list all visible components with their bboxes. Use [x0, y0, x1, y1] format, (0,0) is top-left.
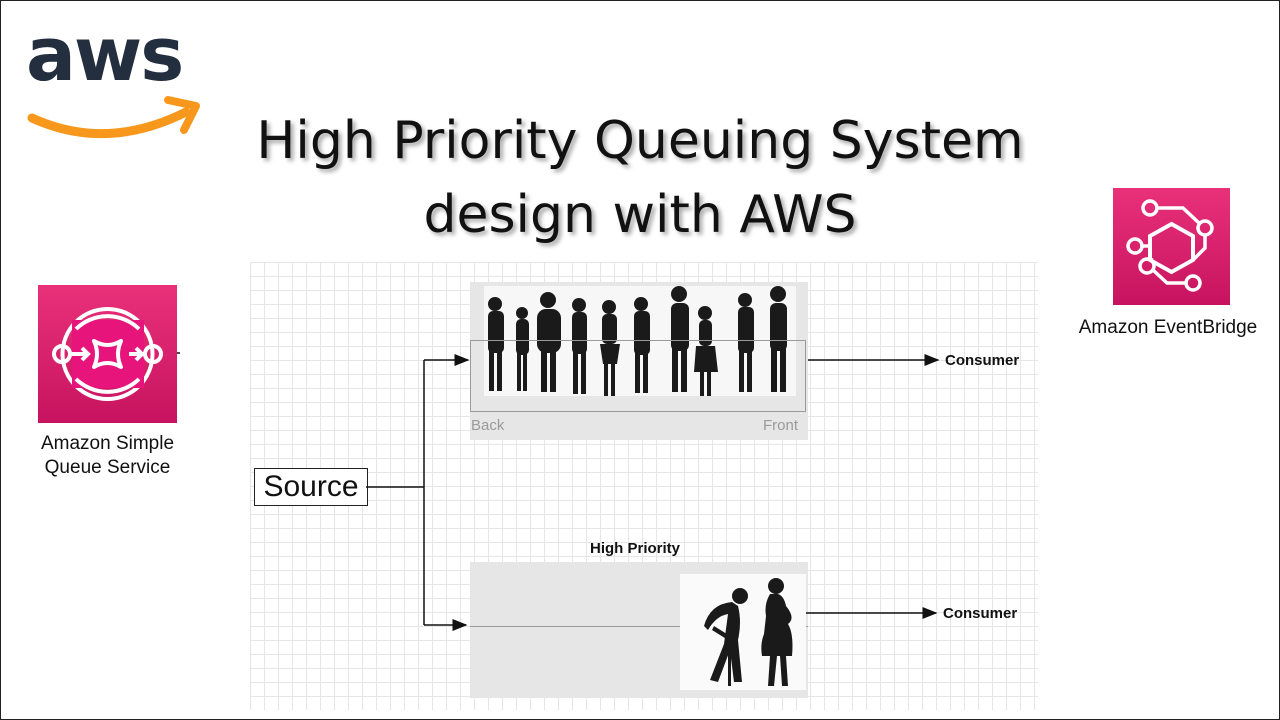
sqs-label: Amazon Simple Queue Service [30, 432, 185, 480]
sqs-label-line-2: Queue Service [44, 457, 171, 478]
sqs-icon [38, 285, 177, 423]
consumer-label-normal: Consumer [945, 352, 1020, 369]
elderly-and-pregnant-silhouettes-icon [704, 578, 793, 686]
queue-back-label: Back [471, 417, 505, 434]
eventbridge-label: Amazon EventBridge [1078, 317, 1258, 338]
source-box: Source [254, 468, 368, 506]
aws-smile-icon [27, 96, 200, 139]
people-queue-image [484, 286, 796, 396]
title-line-1: High Priority Queuing System [256, 111, 1024, 171]
aws-logo-text: aws [26, 12, 184, 98]
aws-logo: aws [26, 10, 206, 139]
title-line-2: design with AWS [423, 185, 857, 245]
priority-people-image [680, 574, 806, 690]
high-priority-title: High Priority [590, 540, 681, 557]
eventbridge-icon [1113, 188, 1230, 305]
queue-front-label: Front [763, 417, 799, 434]
consumer-label-priority: Consumer [943, 605, 1018, 622]
page-title: High Priority Queuing System design with… [160, 104, 1120, 252]
normal-queue-lane [470, 340, 806, 412]
people-silhouettes-icon [488, 286, 787, 396]
high-priority-queue-lane [470, 626, 808, 699]
sqs-label-line-1: Amazon Simple [40, 433, 175, 454]
